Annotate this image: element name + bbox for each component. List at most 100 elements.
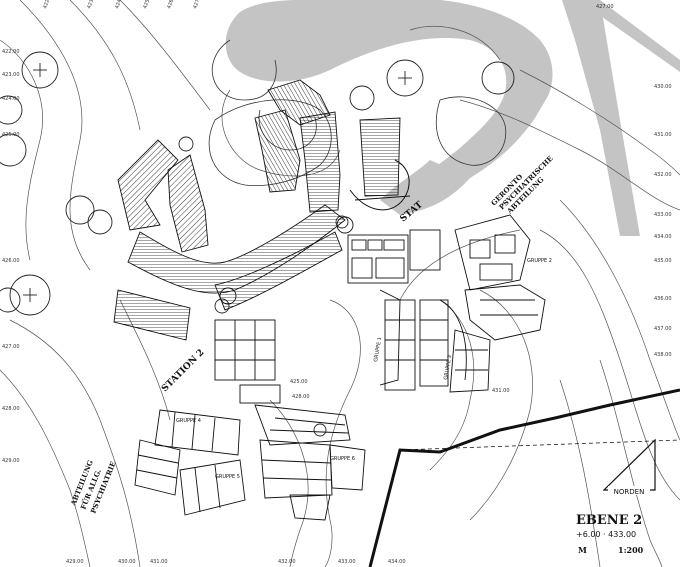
title-block: EBENE 2 +6.00 · 433.00 M 1:200 [576, 513, 644, 555]
ward-room-cluster [347, 234, 409, 284]
road-loop [225, 0, 553, 206]
room [494, 234, 516, 254]
label-gruppe-5: GRUPPE 5 [215, 474, 240, 480]
contour-label: 438.00 [654, 352, 672, 358]
contour-label: 423.00 [2, 72, 20, 78]
contour-label: 427.00 [596, 4, 614, 10]
contour-line [19, 0, 91, 271]
tree [0, 95, 23, 125]
contour-line [469, 289, 533, 521]
contour-label: 427.00 [192, 0, 204, 10]
stair-core [219, 287, 237, 305]
road-east-branch [598, 0, 680, 72]
contour-label: 433.00 [654, 212, 672, 218]
contour-line [0, 39, 43, 261]
contour-label: 426.00 [166, 0, 178, 10]
contour-label: 424.00 [114, 0, 126, 10]
contour-line [69, 0, 141, 131]
wall [379, 289, 401, 386]
tree [0, 287, 21, 313]
ward-block-geronto [449, 214, 546, 393]
room [469, 239, 491, 259]
plan-scale-prefix: M [578, 545, 587, 555]
road-south-branch [562, 0, 640, 236]
ward-wing [154, 409, 241, 456]
access-road [225, 0, 680, 236]
contour-line [459, 99, 680, 211]
roof-block [299, 111, 341, 213]
contour-line [519, 69, 680, 176]
plan-scale-value: 1:200 [618, 545, 644, 555]
contour-label: 422.00 [2, 49, 20, 55]
tree [0, 133, 27, 167]
contour-label: 427.00 [2, 344, 20, 350]
connecting-wing [127, 204, 354, 311]
ward-wing [384, 299, 416, 391]
contour-line [269, 399, 309, 567]
ward-room-cluster [464, 284, 546, 341]
contour-label: 434.00 [654, 234, 672, 240]
contour-label: 436.00 [654, 296, 672, 302]
contour-label: 433.00 [338, 559, 356, 565]
ward-plans [134, 214, 546, 521]
label-psychiatrische: PSYCHIATRISCHE [497, 154, 555, 212]
stair-core [336, 216, 354, 234]
contour-label: 432.00 [654, 172, 672, 178]
ward-wing [179, 459, 246, 516]
roof-block [359, 117, 401, 197]
ward-wing [134, 439, 181, 496]
contour-label: 429.00 [66, 559, 84, 565]
tree [481, 61, 515, 95]
contour-line [9, 319, 141, 567]
contour-label: 426.00 [2, 258, 20, 264]
roof-block [254, 109, 301, 193]
tree [178, 136, 194, 152]
tree [65, 195, 95, 225]
label-station-2: STATION 2 [160, 348, 206, 394]
room [351, 239, 367, 251]
contour-line [559, 199, 680, 441]
contour-labels-left: 422.00 423.00 424.00 425.00 426.00 427.0… [2, 49, 20, 464]
lawn-area [212, 39, 277, 101]
label-gruppe-4: GRUPPE 4 [176, 418, 201, 424]
road-forecourt [380, 160, 470, 215]
room [383, 239, 405, 251]
room [409, 229, 441, 271]
label-gruppe-2: GRUPPE 2 [527, 258, 552, 264]
entry-rotunda [349, 159, 411, 211]
contour-line [559, 379, 601, 567]
contour-label: 434.00 [388, 559, 406, 565]
room [367, 239, 383, 251]
contour-line [599, 359, 663, 567]
tree [313, 423, 327, 437]
ward-wing [419, 299, 449, 387]
contour-label: 425.00 [142, 0, 154, 10]
contour-line [0, 369, 91, 567]
trees [0, 51, 515, 437]
contour-label: 428.00 [2, 406, 20, 412]
room [289, 494, 331, 521]
property-boundary-dashed [399, 439, 680, 451]
tree [349, 85, 375, 111]
contour-label: 425.00 [2, 132, 20, 138]
wall [439, 299, 467, 381]
contour-label: 431.00 [654, 132, 672, 138]
contour-line [399, 229, 521, 301]
contour-line [539, 229, 680, 501]
ward-block-station-2 [214, 319, 351, 446]
rotunda-line [354, 195, 411, 201]
contour-labels-right: 427.00 430.00 431.00 432.00 433.00 434.0… [596, 4, 672, 358]
room [239, 384, 281, 404]
room [375, 257, 405, 279]
tree [21, 51, 59, 89]
contour-label: 431.00 [150, 559, 168, 565]
roof-block [117, 139, 179, 231]
contour-line [409, 25, 501, 61]
contour-label: 423.00 [86, 0, 98, 10]
room [351, 257, 373, 279]
contour-label: 437.00 [654, 326, 672, 332]
roof-block [113, 289, 191, 341]
ward-wing [259, 439, 333, 499]
